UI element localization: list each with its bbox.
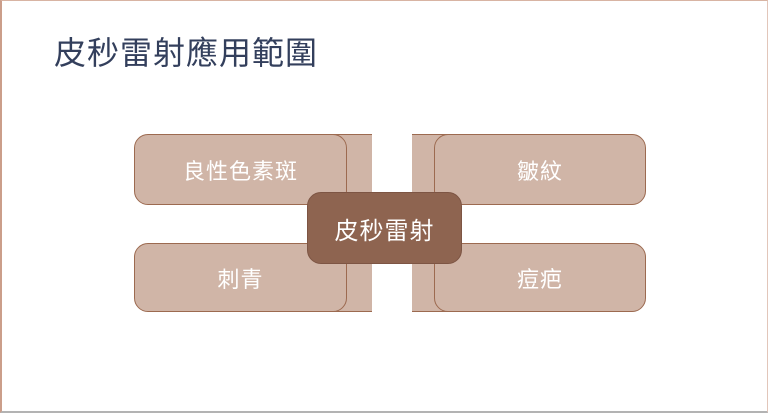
diagram-center-label: 皮秒雷射 — [334, 216, 435, 245]
page-title: 皮秒雷射應用範圍 — [54, 34, 319, 72]
diagram-node-top-right[interactable]: 皺紋 — [434, 134, 646, 205]
diagram-node-label: 良性色素斑 — [182, 159, 298, 185]
diagram-node-label: 刺青 — [217, 267, 264, 293]
diagram-node-top-left[interactable]: 良性色素斑 — [134, 134, 347, 205]
diagram-center-node[interactable]: 皮秒雷射 — [307, 192, 462, 264]
diagram-node-label: 痘疤 — [516, 267, 563, 293]
diagram-node-label: 皺紋 — [516, 159, 563, 185]
diagram-node-bottom-right[interactable]: 痘疤 — [434, 243, 646, 312]
